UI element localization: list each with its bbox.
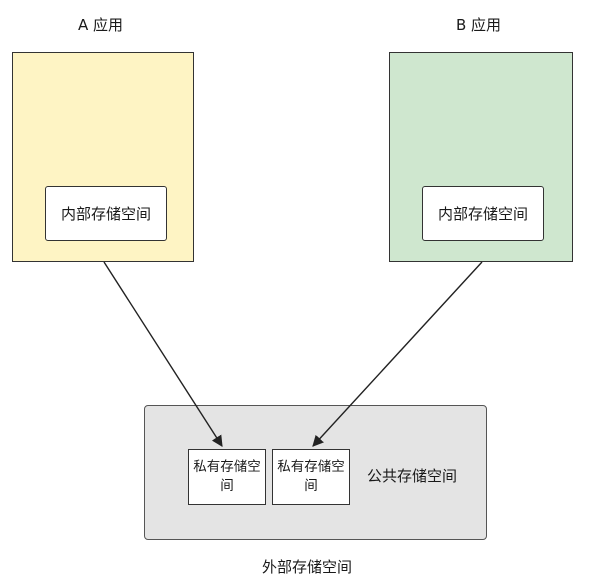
app-b-private-storage-label: 私有存储空间: [277, 459, 345, 494]
app-b-internal-storage: 内部存储空间: [422, 186, 544, 241]
app-b-box: 内部存储空间: [389, 52, 573, 262]
external-storage-title: 外部存储空间: [262, 558, 353, 576]
public-storage-label: 公共存储空间: [367, 467, 458, 485]
app-b-private-storage: 私有存储空间: [272, 449, 350, 505]
app-a-internal-storage: 内部存储空间: [45, 186, 167, 241]
app-a-box: 内部存储空间: [12, 52, 194, 262]
app-a-private-storage: 私有存储空间: [188, 449, 266, 505]
app-a-title: A 应用: [78, 16, 124, 34]
external-storage-box: 私有存储空间 私有存储空间 公共存储空间: [144, 405, 487, 540]
app-a-private-storage-label: 私有存储空间: [193, 459, 261, 494]
app-b-title: B 应用: [456, 16, 502, 34]
